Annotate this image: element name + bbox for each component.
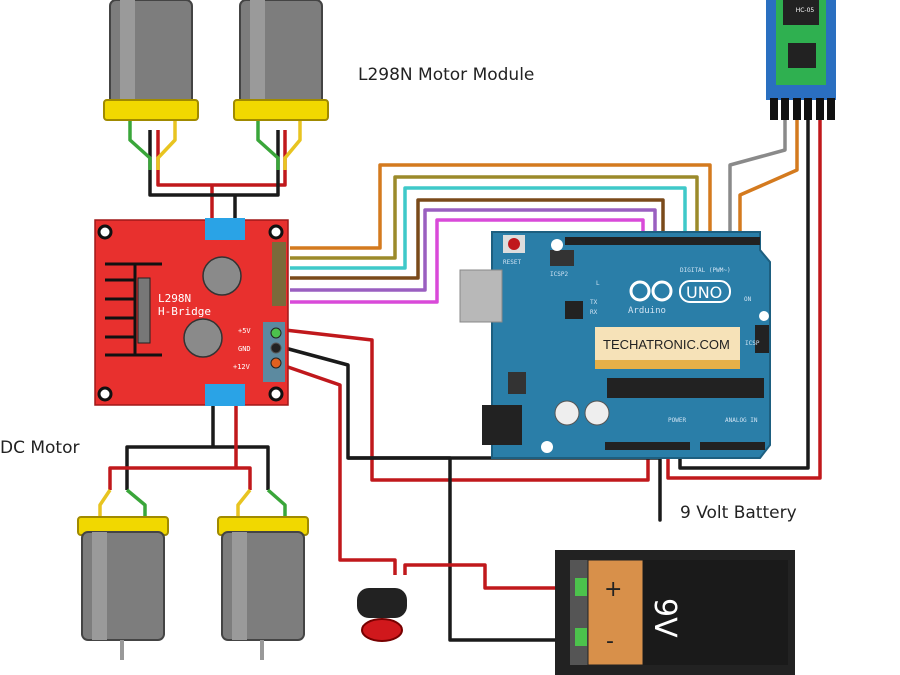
pin-5v-label: +5V	[238, 327, 251, 335]
analog-label: ANALOG IN	[725, 417, 758, 424]
wire-bottom-motors-red	[108, 400, 252, 490]
wire-5v-red	[284, 328, 650, 482]
terminal-bottom	[205, 384, 245, 406]
wire-olive	[290, 175, 699, 260]
wire-top-motor-left-green	[128, 118, 152, 170]
mounting-hole	[759, 311, 769, 321]
power-label: POWER	[668, 417, 686, 424]
wire-top-motor-right-yellow	[283, 118, 302, 170]
reset-label: RESET	[503, 259, 521, 266]
wire-bottom-motor-left-green	[125, 488, 147, 520]
wire-bt-red	[666, 120, 822, 480]
icsp2-label: ICSP2	[550, 271, 568, 278]
dc-motor-bottom-left	[77, 516, 169, 660]
wire-magenta	[290, 218, 645, 304]
wire-bottom-motor-right-yellow	[236, 488, 252, 520]
dc-motor-top-right	[233, 0, 329, 121]
on-label: ON	[744, 296, 752, 303]
wire-brown	[290, 198, 665, 280]
battery-9v: + - 9V	[555, 550, 795, 675]
hc05-bluetooth-module: HC-05	[766, 0, 836, 120]
uno-label: UNO	[686, 283, 722, 302]
l298n-subtitle: H-Bridge	[158, 305, 211, 318]
wire-bottom-motor-right-green	[266, 488, 287, 520]
wire-orange	[290, 163, 712, 250]
battery-minus: -	[606, 629, 614, 654]
wire-bt-gray	[728, 120, 787, 240]
wire-12v-red	[284, 364, 397, 575]
rx-label: RX	[590, 309, 598, 316]
pin-12v-label: +12V	[233, 363, 251, 371]
wire-gnd-battery	[348, 456, 578, 642]
tx-label: TX	[590, 299, 598, 306]
analog-header	[700, 442, 765, 450]
wire-top-motor-left-yellow	[156, 118, 177, 170]
battery-9v-label: 9V	[647, 598, 682, 638]
led-l-label: L	[596, 280, 600, 287]
wire-button-battery	[403, 563, 578, 590]
atmega-chip	[607, 378, 764, 398]
dc-motor-label: DC Motor	[0, 438, 80, 458]
wire-purple	[290, 208, 657, 292]
wires	[98, 118, 822, 642]
digital-header	[565, 237, 760, 245]
battery-plus: +	[604, 577, 622, 602]
power-header	[605, 442, 690, 450]
wire-bt-orange	[738, 120, 799, 240]
power-jack	[482, 405, 522, 445]
dc-motor-top-left	[103, 0, 199, 121]
wire-top-motors-red	[156, 130, 287, 225]
hc05-pins	[770, 98, 835, 120]
push-button	[357, 588, 407, 642]
pin-gnd-label: GND	[238, 345, 251, 353]
arduino-brand: Arduino	[628, 306, 666, 316]
arduino-logo-icon	[629, 280, 673, 302]
heatsink	[105, 262, 162, 357]
wire-top-motor-right-green	[256, 118, 280, 170]
dc-motor-bottom-right	[217, 516, 309, 660]
input-header	[272, 242, 286, 306]
arduino-uno: RESET ICSP2 DIGITAL (PWM~) L TX RX UNO A…	[459, 231, 771, 459]
terminal-top	[205, 218, 245, 240]
wire-bottom-motors-black	[125, 400, 270, 490]
l298n-board: L298N H-Bridge +5V GND +12V	[94, 218, 289, 406]
usb-port	[459, 269, 503, 323]
motor-module-label: L298N Motor Module	[358, 65, 534, 85]
wire-cyan	[290, 186, 687, 270]
digital-label: DIGITAL (PWM~)	[680, 267, 731, 274]
battery-label: 9 Volt Battery	[680, 503, 797, 523]
l298n-name: L298N	[158, 292, 191, 305]
sticker-text: TECHATRONIC.COM	[603, 337, 730, 352]
icsp-label: ICSP	[745, 340, 760, 347]
wire-bottom-motor-left-yellow	[98, 489, 112, 520]
hc05-label: HC-05	[796, 7, 815, 14]
